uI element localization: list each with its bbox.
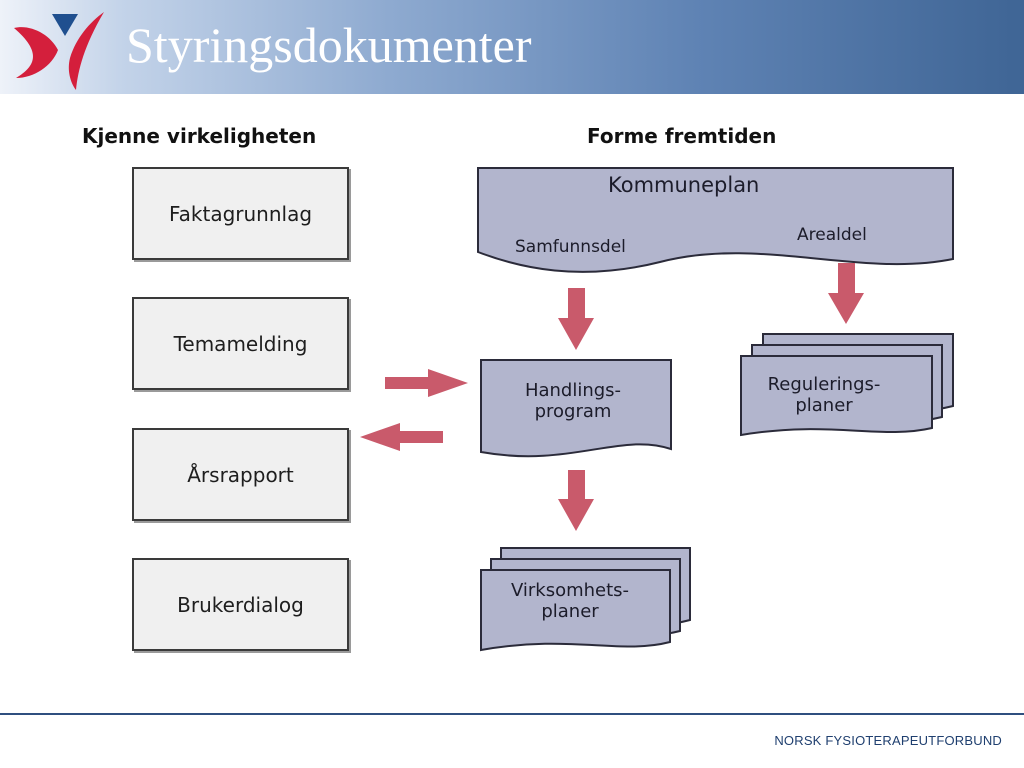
faktagrunnlag-box: Faktagrunnlag xyxy=(132,167,349,260)
reguleringsplaner-stack xyxy=(740,333,954,437)
handlingsprogram-label: Handlings- program xyxy=(488,380,658,422)
label-line: planer xyxy=(541,601,599,622)
arrow-left-to-arsrapport xyxy=(360,423,443,451)
label-line: Virksomhets- xyxy=(510,580,630,601)
arrow-down-handlingsprogram-virksomhetsplaner xyxy=(558,470,594,531)
right-column-heading: Forme fremtiden xyxy=(587,124,777,148)
label-line: planer xyxy=(795,395,853,416)
samfunnsdel-label: Samfunnsdel xyxy=(515,237,626,257)
footer-organization: NORSK FYSIOTERAPEUTFORBUND xyxy=(774,733,1002,748)
virksomhetsplaner-stack xyxy=(480,547,691,652)
kommuneplan-title: Kommuneplan xyxy=(608,173,760,197)
box-label: Brukerdialog xyxy=(177,592,304,617)
footer-divider xyxy=(0,713,1024,715)
label-line: Regulerings- xyxy=(767,374,881,395)
title-bar: Styringsdokumenter xyxy=(0,0,1024,94)
nff-logo-icon xyxy=(14,12,104,90)
kommuneplan-shape xyxy=(477,167,954,273)
arrow-down-arealdel-reguleringsplaner xyxy=(828,263,864,324)
label-line: program xyxy=(534,401,612,422)
brukerdialog-box: Brukerdialog xyxy=(132,558,349,651)
reguleringsplaner-label: Regulerings- planer xyxy=(744,374,904,416)
box-label: Årsrapport xyxy=(187,462,294,487)
left-column-heading: Kjenne virkeligheten xyxy=(82,124,317,148)
arrow-down-kommuneplan-handlingsprogram xyxy=(558,288,594,350)
arrow-right-to-handlingsprogram xyxy=(385,369,468,397)
temamelding-box: Temamelding xyxy=(132,297,349,390)
slide-title: Styringsdokumenter xyxy=(126,17,532,73)
arealdel-label: Arealdel xyxy=(797,225,867,245)
label-line: Handlings- xyxy=(524,380,622,401)
box-label: Faktagrunnlag xyxy=(168,201,313,226)
virksomhetsplaner-label: Virksomhets- planer xyxy=(484,580,656,622)
handlingsprogram-shape xyxy=(480,359,672,458)
arsrapport-box: Årsrapport xyxy=(132,428,349,521)
box-label: Temamelding xyxy=(173,331,308,356)
